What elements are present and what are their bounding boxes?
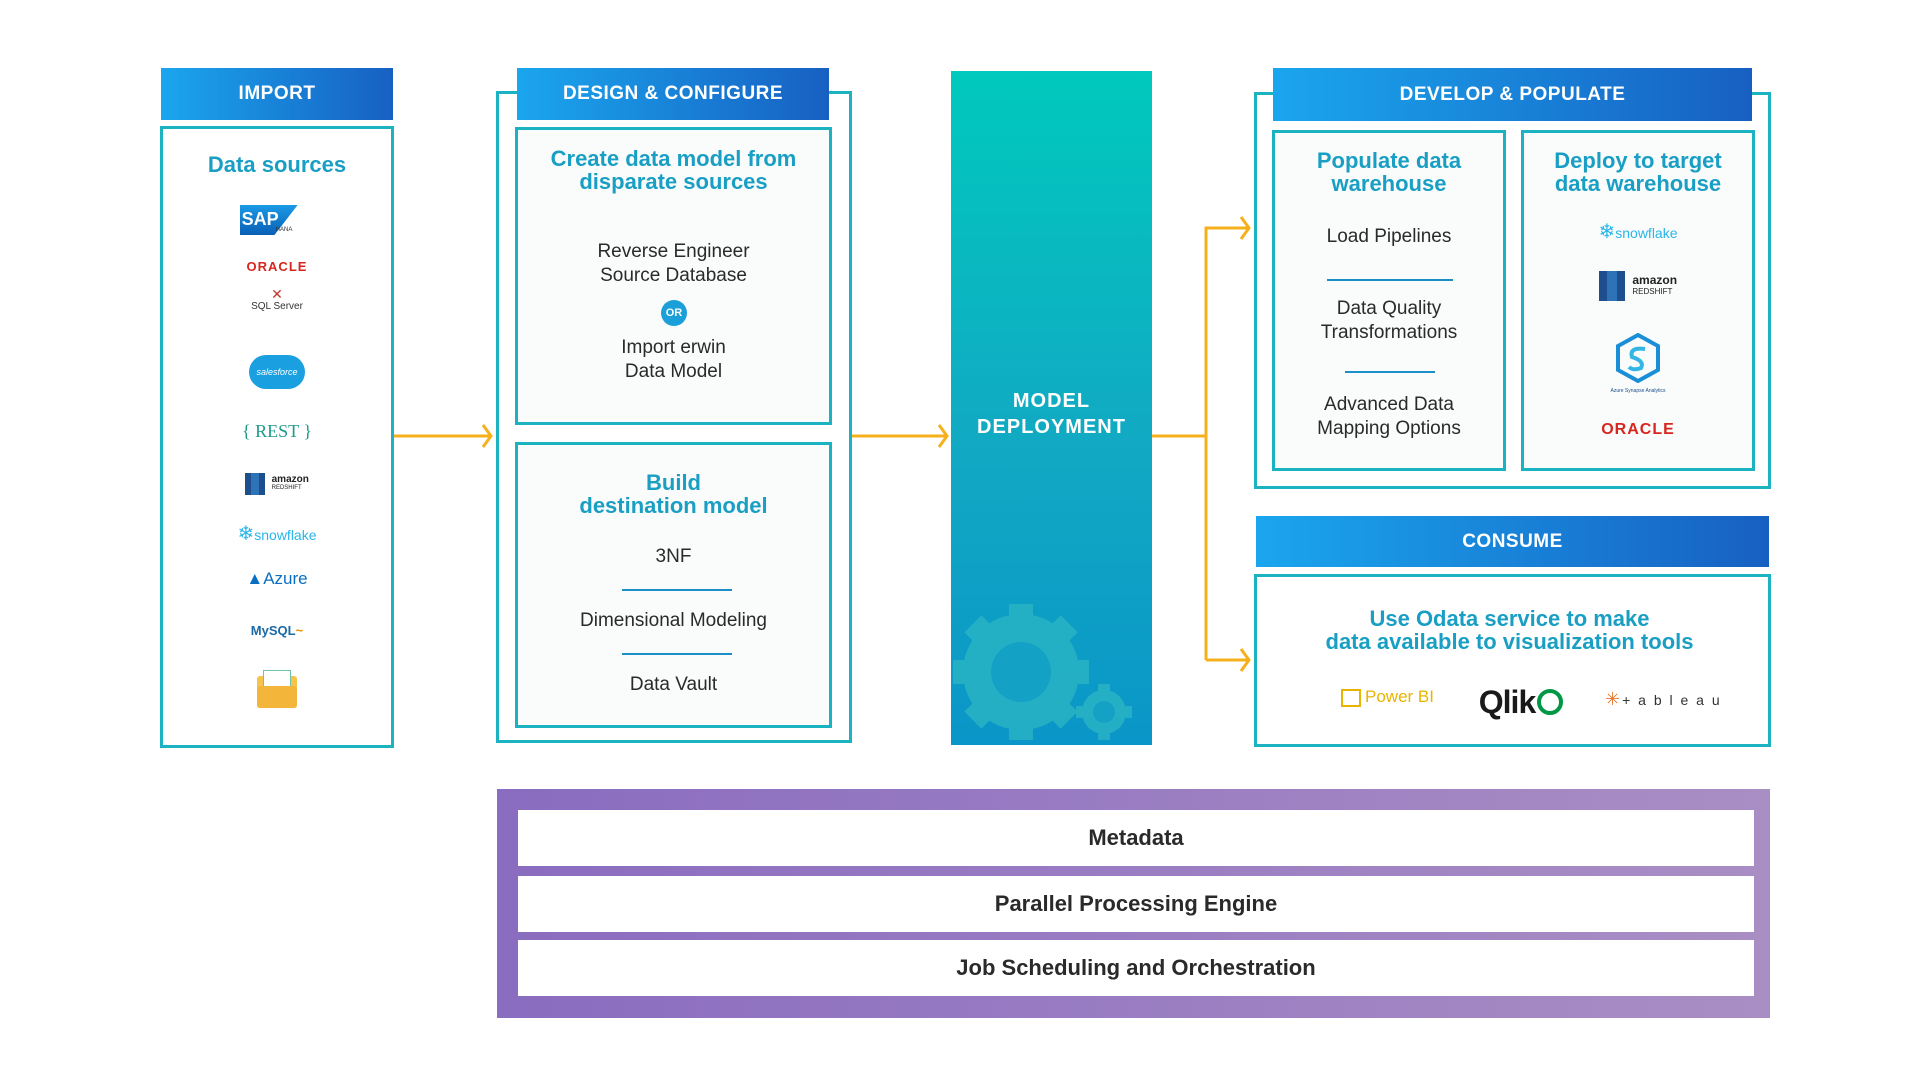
model-type-data-vault: Data Vault bbox=[629, 674, 718, 695]
synapse-hex-icon bbox=[1616, 332, 1660, 384]
oracle-logo: ORACLE bbox=[246, 259, 308, 274]
model-type-dimensional: Dimensional Modeling bbox=[580, 610, 767, 631]
snowflake-logo: ❄snowflake bbox=[1598, 221, 1678, 243]
tableau-logo: ✳+ a b l e a u bbox=[1605, 689, 1722, 709]
parallel-processing-bar: Parallel Processing Engine bbox=[518, 876, 1754, 932]
amazon-redshift-logo: amazon REDSHIFT bbox=[1524, 271, 1752, 301]
qlik-logo: Qlik bbox=[1469, 675, 1573, 729]
salesforce-logo: salesforce bbox=[163, 355, 391, 389]
import-header: IMPORT bbox=[161, 68, 393, 120]
power-bi-logo: Power BI bbox=[1341, 687, 1434, 707]
azure-logo: ▲Azure bbox=[246, 569, 308, 588]
consume-header: CONSUME bbox=[1256, 516, 1769, 567]
oracle-logo: ORACLE bbox=[1601, 421, 1675, 438]
load-pipelines-text: Load Pipelines bbox=[1326, 226, 1452, 247]
file-folder-icon bbox=[163, 670, 391, 713]
separator bbox=[622, 653, 732, 655]
separator bbox=[1327, 279, 1453, 281]
data-sources-title: Data sources bbox=[207, 152, 347, 177]
design-configure-header: DESIGN & CONFIGURE bbox=[517, 68, 829, 120]
azure-synapse-logo: Azure Synapse Analytics bbox=[1524, 332, 1752, 394]
job-scheduling-bar: Job Scheduling and Orchestration bbox=[518, 940, 1754, 996]
metadata-bar: Metadata bbox=[518, 810, 1754, 866]
develop-populate-header: DEVELOP & POPULATE bbox=[1273, 68, 1752, 121]
separator bbox=[1345, 371, 1435, 373]
or-badge: OR bbox=[661, 300, 687, 326]
amazon-redshift-logo: amazon REDSHIFT bbox=[163, 473, 391, 495]
import-panel: Data sources SAP HANA ORACLE ✕ SQL Serve… bbox=[160, 126, 394, 748]
model-type-3nf: 3NF bbox=[655, 546, 692, 567]
gear-icon bbox=[953, 604, 1132, 740]
rest-logo: { REST } bbox=[242, 421, 312, 441]
separator bbox=[622, 589, 732, 591]
sql-server-logo: ✕ SQL Server bbox=[251, 286, 303, 312]
sap-hana-logo: SAP HANA bbox=[163, 205, 391, 240]
snowflake-logo: ❄snowflake bbox=[237, 523, 317, 545]
mysql-logo: MySQL~ bbox=[250, 623, 304, 638]
